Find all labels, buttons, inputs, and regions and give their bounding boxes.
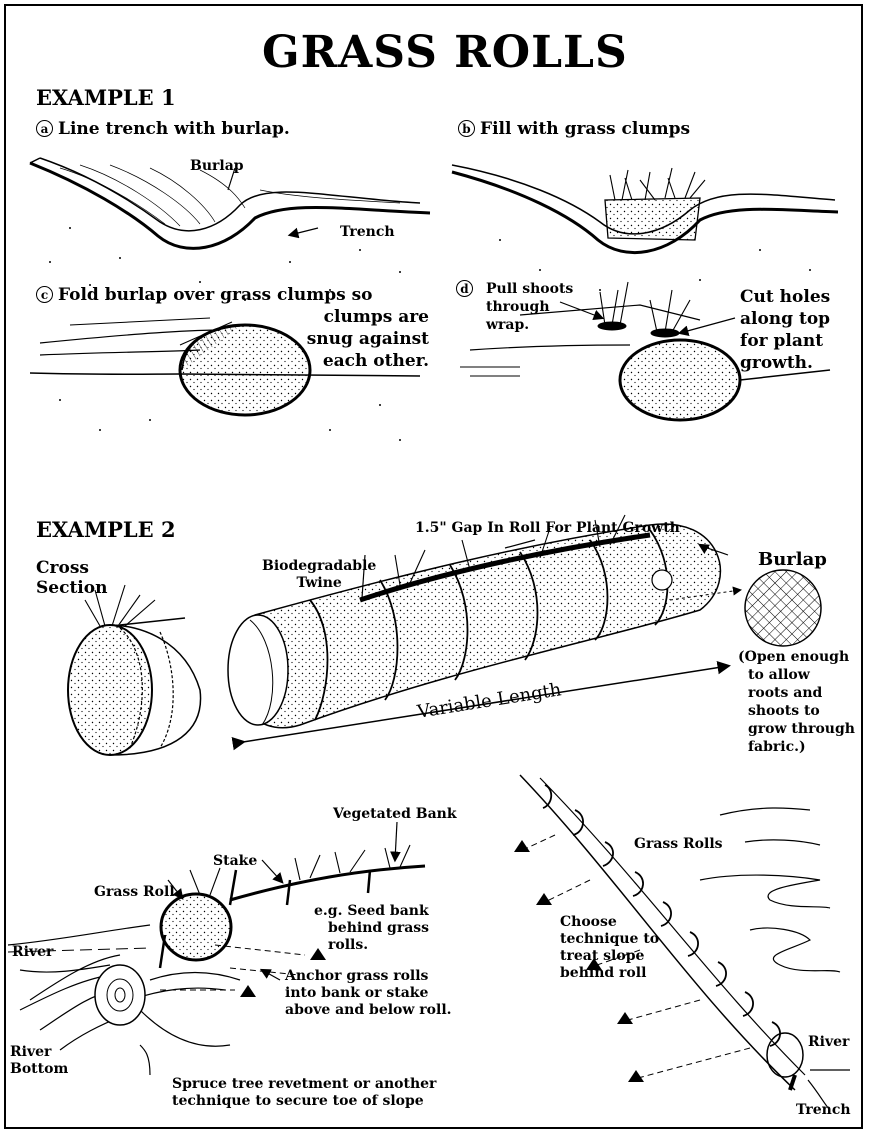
example-2-heading: EXAMPLE 2 [36, 518, 176, 542]
step-a-text: Line trench with burlap. [58, 119, 290, 139]
choose-technique-label: Choose technique to treat slope behind r… [560, 914, 659, 982]
anchor-line: into bank or stake [285, 985, 452, 1002]
river-label-left: River [12, 944, 53, 960]
step-b-text: Fill with grass clumps [480, 119, 690, 139]
seed-bank-line: rolls. [314, 937, 429, 954]
cross-section-drawing [68, 585, 201, 755]
river-bottom-line: River [10, 1044, 68, 1061]
panel-b-drawing [452, 165, 838, 291]
choose-line: treat slope [560, 948, 659, 965]
step-b-caption: b Fill with grass clumps [458, 120, 690, 140]
page-title: GRASS ROLLS [262, 28, 628, 79]
stake-label: Stake [213, 853, 257, 869]
trench-label: Trench [340, 224, 395, 240]
twine-line: Biodegradable [262, 558, 376, 575]
step-c-line: snug against [307, 328, 429, 350]
burlap-note-line: shoots to [738, 702, 855, 720]
river-label-right: River [808, 1034, 849, 1050]
river-bottom-line: Bottom [10, 1061, 68, 1078]
seed-bank-line: behind grass [314, 920, 429, 937]
burlap-note-line: (Open enough [738, 648, 855, 666]
burlap-note-line: grow through [738, 720, 855, 738]
choose-line: behind roll [560, 965, 659, 982]
burlap-note-line: to allow [738, 666, 855, 684]
cut-holes-line: Cut holes [740, 286, 830, 308]
spruce-line: Spruce tree revetment or another [172, 1076, 436, 1093]
vegetated-bank-label: Vegetated Bank [333, 806, 457, 822]
choose-line: technique to [560, 931, 659, 948]
step-c-line: clumps are [307, 306, 429, 328]
cut-holes-label: Cut holes along top for plant growth. [740, 286, 830, 374]
step-c-letter: c [36, 286, 53, 303]
pull-shoots-line: through [486, 298, 573, 316]
twine-line: Twine [262, 575, 376, 592]
step-c-line: each other. [307, 350, 429, 372]
burlap-note: (Open enough to allow roots and shoots t… [738, 648, 855, 756]
spruce-line: technique to secure toe of slope [172, 1093, 436, 1110]
burlap-note-line: fabric.) [738, 738, 855, 756]
grass-roll-label: Grass Roll [94, 884, 175, 900]
river-bottom-label: River Bottom [10, 1044, 68, 1078]
seed-bank-line: e.g. Seed bank [314, 903, 429, 920]
step-a-letter: a [36, 120, 53, 137]
step-c-caption: c Fold burlap over grass clumps so [36, 286, 373, 306]
burlap-title: Burlap [758, 550, 827, 571]
grass-rolls-label: Grass Rolls [634, 836, 723, 852]
example-1-heading: EXAMPLE 1 [36, 86, 176, 110]
pull-shoots-label: Pull shoots through wrap. [486, 280, 573, 334]
step-c-caption-continued: clumps are snug against each other. [307, 306, 429, 372]
cross-section-label: Cross Section [36, 558, 107, 598]
anchor-label: Anchor grass rolls into bank or stake ab… [285, 968, 452, 1019]
burlap-note-line: roots and [738, 684, 855, 702]
step-a-caption: a Line trench with burlap. [36, 120, 290, 140]
step-b-letter: b [458, 120, 475, 137]
cross-section-line: Section [36, 578, 107, 598]
choose-line: Choose [560, 914, 659, 931]
step-d-letter: d [456, 280, 473, 297]
gap-label: 1.5" Gap In Roll For Plant Growth [415, 520, 680, 536]
cross-section-line: Cross [36, 558, 107, 578]
anchor-line: above and below roll. [285, 1002, 452, 1019]
step-d-letter-wrap: d [456, 280, 478, 298]
pull-shoots-line: Pull shoots [486, 280, 573, 298]
seed-bank-label: e.g. Seed bank behind grass rolls. [314, 903, 429, 954]
step-c-text: Fold burlap over grass clumps so [58, 285, 373, 305]
anchor-line: Anchor grass rolls [285, 968, 452, 985]
cut-holes-line: for plant [740, 330, 830, 352]
trench-label-slope: Trench [796, 1102, 851, 1118]
twine-label: Biodegradable Twine [262, 558, 376, 592]
cut-holes-line: along top [740, 308, 830, 330]
spruce-label: Spruce tree revetment or another techniq… [172, 1076, 436, 1110]
cut-holes-line: growth. [740, 352, 830, 374]
burlap-label: Burlap [190, 158, 244, 174]
pull-shoots-line: wrap. [486, 316, 573, 334]
